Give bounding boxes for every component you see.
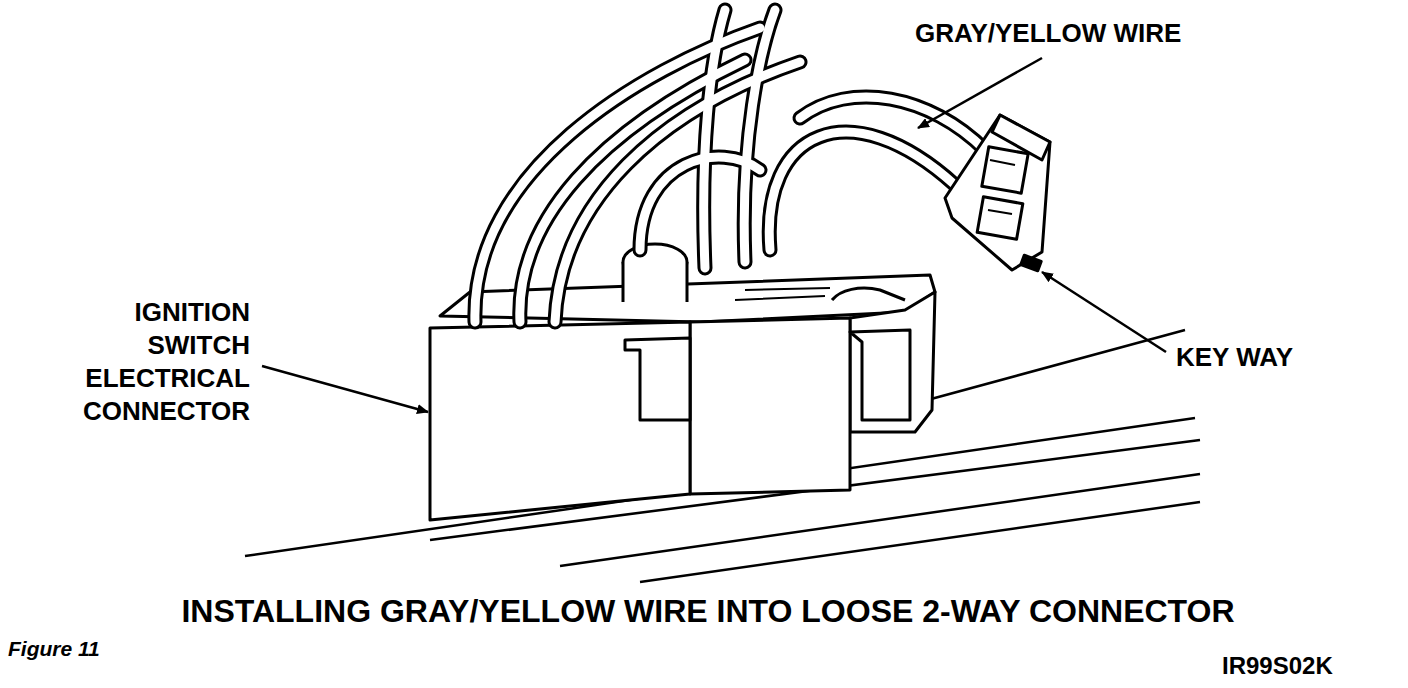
part-label: KEY WAY (1176, 342, 1293, 373)
wire-label: GRAY/YELLOW WIRE (915, 18, 1181, 49)
two-way-connector (945, 115, 1050, 271)
illustration-code: IR99S02K (1222, 652, 1333, 681)
figure-number: Figure 11 (8, 636, 100, 661)
part-label: IGNITION SWITCH ELECTRICAL CONNECTOR (46, 296, 250, 428)
figure-caption: INSTALLING GRAY/YELLOW WIRE INTO LOOSE 2… (181, 592, 1234, 630)
leader-arrows (262, 58, 1166, 412)
wire-bundle (475, 10, 985, 322)
connector-block (430, 244, 935, 520)
